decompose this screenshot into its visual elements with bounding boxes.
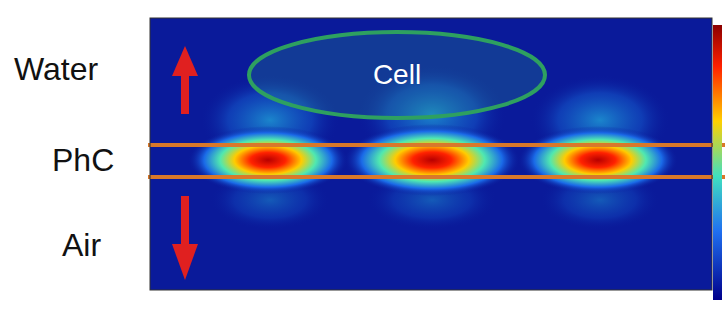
region-label: Water bbox=[14, 52, 98, 87]
slab-edge bbox=[148, 175, 725, 179]
slab-edge bbox=[148, 143, 725, 147]
color-scale bbox=[713, 25, 722, 300]
plot-ground bbox=[150, 18, 712, 290]
plot-frame bbox=[150, 18, 712, 290]
field-hotspots bbox=[188, 124, 678, 196]
region-label: Air bbox=[62, 228, 101, 263]
cell-label: Cell bbox=[247, 30, 547, 90]
direction-arrows bbox=[172, 46, 198, 280]
cell-ellipse: Cell bbox=[247, 30, 547, 120]
region-label: PhC bbox=[52, 143, 114, 178]
